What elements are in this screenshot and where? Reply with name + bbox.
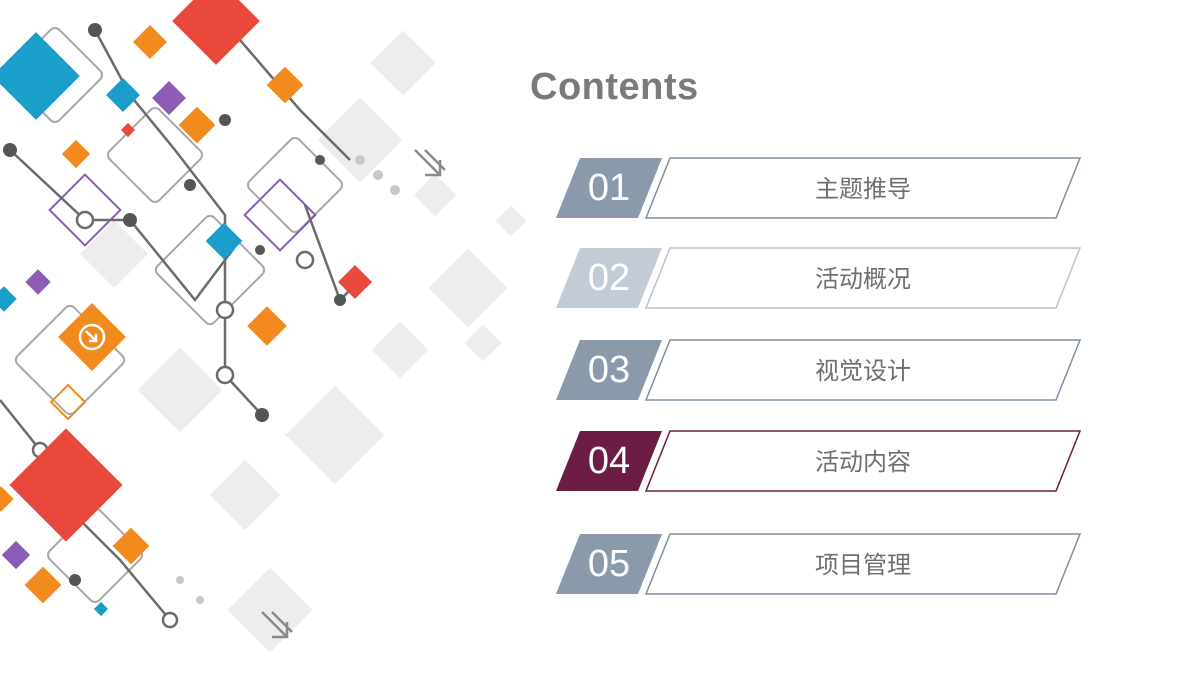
- item-label: 活动概况: [815, 265, 911, 293]
- item-number: 03: [587, 349, 631, 391]
- item-label: 项目管理: [815, 551, 911, 579]
- label-frame: [644, 430, 1082, 492]
- toc-item-shape: [556, 339, 1082, 401]
- toc-item-04[interactable]: 04 活动内容: [556, 430, 1086, 494]
- toc-item-shape: [556, 157, 1082, 219]
- item-number: 04: [587, 440, 631, 482]
- item-label: 主题推导: [815, 175, 911, 203]
- geometric-decoration: [0, 0, 527, 653]
- item-number: 01: [587, 167, 631, 209]
- toc-item-shape: [556, 533, 1082, 595]
- toc-item-01[interactable]: 01 主题推导: [556, 157, 1086, 221]
- number-tab: [556, 534, 662, 594]
- label-frame: [644, 247, 1082, 309]
- item-label: 活动内容: [815, 448, 911, 476]
- item-label: 视觉设计: [815, 357, 911, 385]
- toc-item-03[interactable]: 03 视觉设计: [556, 339, 1086, 403]
- toc-item-shape: [556, 247, 1082, 309]
- label-frame: [644, 339, 1082, 401]
- toc-item-05[interactable]: 05 项目管理: [556, 533, 1086, 597]
- item-number: 02: [587, 257, 631, 299]
- label-frame: [644, 157, 1082, 219]
- number-tab: [556, 340, 662, 400]
- toc-item-02[interactable]: 02 活动概况: [556, 247, 1086, 311]
- number-tab: [556, 248, 662, 308]
- number-tab: [556, 431, 662, 491]
- item-number: 05: [587, 543, 631, 585]
- toc-item-shape: [556, 430, 1082, 492]
- page-title: Contents: [530, 66, 699, 108]
- label-frame: [644, 533, 1082, 595]
- number-tab: [556, 158, 662, 218]
